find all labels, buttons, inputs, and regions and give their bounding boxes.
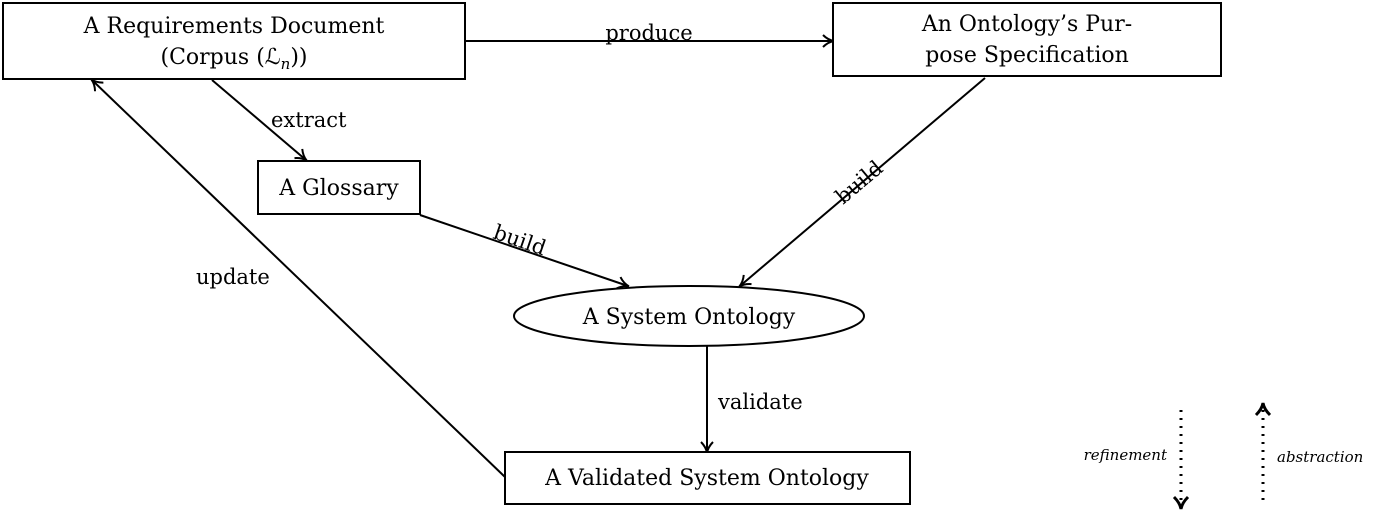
node-requirements-line1: A Requirements Document (83, 14, 385, 39)
node-system-ontology-label: A System Ontology (582, 305, 796, 330)
edge-update (90, 78, 506, 478)
legend-abstraction-label: abstraction (1277, 448, 1363, 466)
edge-label-update: update (196, 265, 270, 289)
edge-build-from-purpose (738, 77, 986, 288)
edge-label-extract: extract (271, 108, 347, 132)
edge-label-validate: validate (717, 390, 803, 414)
node-validated-label: A Validated System Ontology (544, 466, 869, 491)
node-requirements-document (2, 2, 466, 80)
edge-label-produce: produce (605, 21, 692, 45)
node-purpose-line1: An Ontology’s Pur- (921, 12, 1132, 37)
edge-label-build-purpose: build (831, 156, 888, 209)
legend-refinement-label: refinement (1084, 446, 1168, 464)
node-validated-system-ontology (504, 451, 911, 505)
node-system-ontology (513, 285, 865, 347)
edge-extract (211, 79, 308, 162)
node-purpose-specification (832, 2, 1222, 77)
corpus-subscript: n (281, 55, 291, 73)
edge-label-build-glossary: build (490, 220, 549, 260)
node-purpose-line2: pose Specification (925, 43, 1129, 68)
node-requirements-line2: (Corpus (ℒn)) (161, 45, 308, 73)
edge-build-from-glossary (419, 214, 630, 290)
node-glossary-label: A Glossary (278, 176, 399, 201)
node-glossary (257, 160, 421, 215)
